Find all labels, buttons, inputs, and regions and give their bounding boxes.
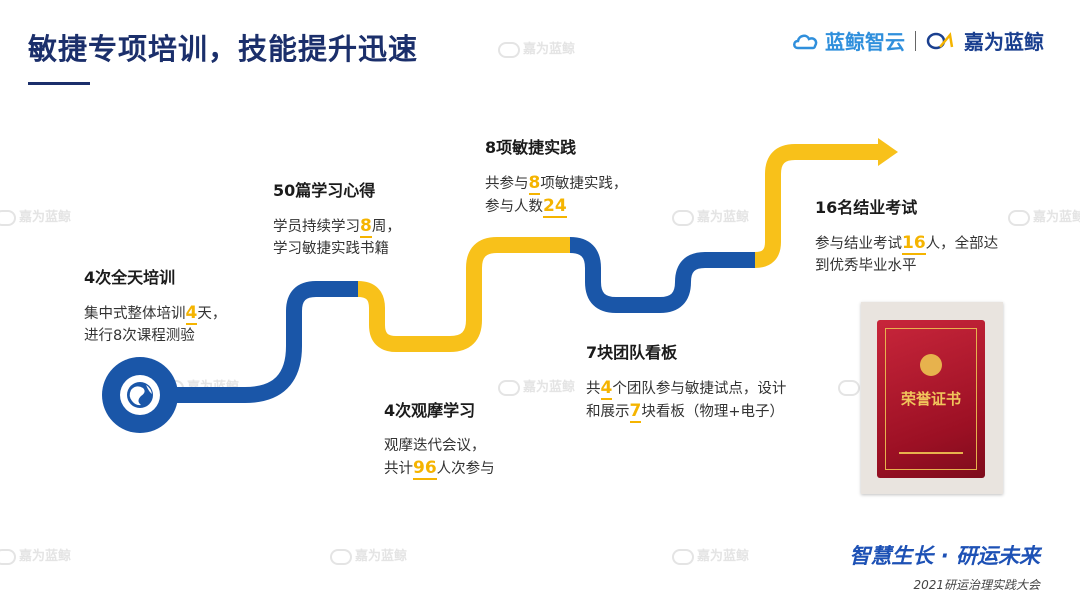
- path-segment-blue: [570, 245, 755, 305]
- step-heading: 7块团队看板: [586, 339, 786, 363]
- step-line: 观摩迭代会议，: [384, 435, 495, 457]
- step-final-exam: 16名结业考试 参与结业考试16人，全部达 到优秀毕业水平: [815, 194, 998, 277]
- step-line: 学员持续学习8周，: [273, 215, 401, 238]
- step-line: 集中式整体培训4天，: [84, 302, 226, 325]
- step-full-day-training: 4次全天培训 集中式整体培训4天， 进行8次课程测验: [84, 264, 226, 347]
- step-line: 共计96人次参与: [384, 457, 495, 480]
- step-study-notes: 50篇学习心得 学员持续学习8周， 学习敏捷实践书籍: [273, 177, 401, 260]
- certificate-title: 荣誉证书: [877, 388, 985, 409]
- step-heading: 4次观摩学习: [384, 397, 495, 421]
- emblem-icon: [920, 354, 942, 376]
- step-observation: 4次观摩学习 观摩迭代会议， 共计96人次参与: [384, 397, 495, 480]
- step-heading: 8项敏捷实践: [485, 134, 627, 158]
- step-line: 和展示7块看板（物理+电子）: [586, 400, 786, 423]
- footer-event: 2021研运治理实践大会: [913, 576, 1040, 593]
- step-heading: 50篇学习心得: [273, 177, 401, 201]
- arrow-right-icon: [878, 138, 898, 166]
- certificate-photo: 荣誉证书: [861, 302, 1003, 494]
- step-line: 共参与8项敏捷实践，: [485, 172, 627, 195]
- step-heading: 16名结业考试: [815, 194, 998, 218]
- certificate: 荣誉证书: [877, 320, 985, 478]
- step-line: 进行8次课程测验: [84, 325, 226, 347]
- step-line: 参与结业考试16人，全部达: [815, 232, 998, 255]
- step-agile-practices: 8项敏捷实践 共参与8项敏捷实践， 参与人数24: [485, 134, 627, 218]
- globe-icon: [120, 375, 160, 415]
- step-line: 学习敏捷实践书籍: [273, 238, 401, 260]
- step-line: 共4个团队参与敏捷试点，设计: [586, 377, 786, 400]
- step-line: 参与人数24: [485, 195, 627, 218]
- step-team-boards: 7块团队看板 共4个团队参与敏捷试点，设计 和展示7块看板（物理+电子）: [586, 339, 786, 423]
- step-line: 到优秀毕业水平: [815, 255, 998, 277]
- footer-slogan: 智慧生长 · 研运未来: [849, 540, 1040, 570]
- step-heading: 4次全天培训: [84, 264, 226, 288]
